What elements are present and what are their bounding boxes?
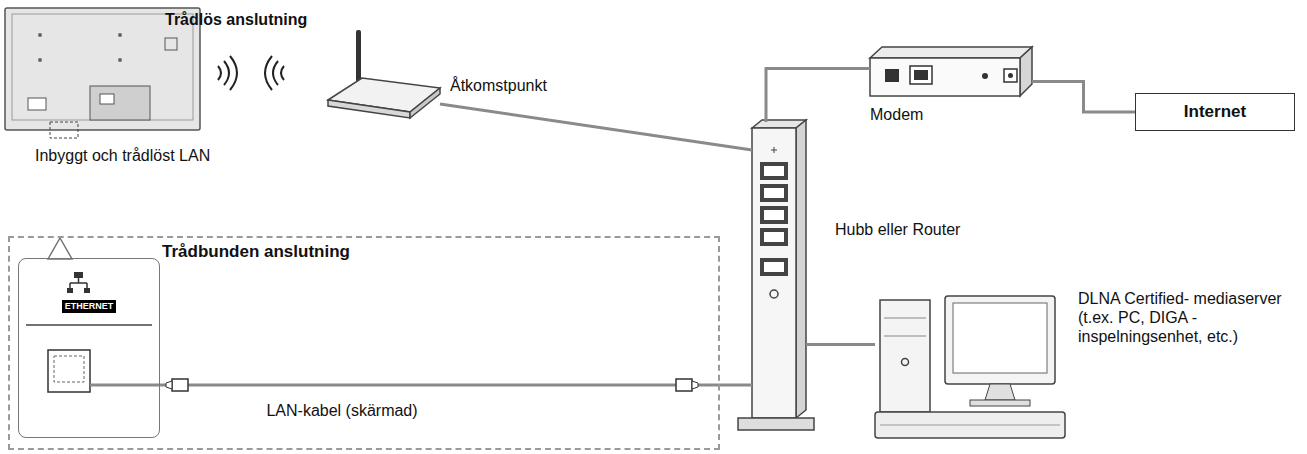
modem <box>870 47 1032 96</box>
hub-router <box>752 128 796 418</box>
node-label: Trådbunden anslutning <box>162 242 350 261</box>
node-label: Hubb eller Router <box>835 220 960 239</box>
edge-label-anchor: LAN-kabel (skärmad) <box>263 401 420 420</box>
tv-back <box>12 14 193 120</box>
node-label: ETHERNET <box>62 300 117 313</box>
ethernet-callout: ETHERNET <box>18 258 160 438</box>
node-label: Inbyggt och trådlöst LAN <box>35 146 210 165</box>
hub-router <box>760 206 788 224</box>
modem <box>914 70 928 80</box>
modem <box>870 47 1032 58</box>
cable-label: LAN-kabel (skärmad) <box>263 401 420 420</box>
hub-router <box>738 418 814 430</box>
wireless-waves <box>218 66 221 80</box>
access-point <box>328 30 440 118</box>
access-point <box>410 88 440 118</box>
callout-art <box>74 272 83 278</box>
hub-router <box>764 166 784 176</box>
tv-back <box>28 98 46 110</box>
lan-plug <box>166 381 172 389</box>
node-label: Åtkomstpunkt <box>450 76 547 95</box>
tv-back <box>100 94 114 104</box>
media-server <box>902 359 909 366</box>
cable-line <box>440 104 752 150</box>
modem <box>1008 73 1013 78</box>
cable-line <box>160 384 752 387</box>
callout-art <box>90 384 160 387</box>
modem <box>1004 69 1017 82</box>
hub-router <box>796 120 806 418</box>
wireless-waves <box>273 61 278 85</box>
node-label: Modem <box>870 105 923 124</box>
callout-art <box>26 238 160 392</box>
access-point-device: Åtkomstpunkt <box>325 28 443 120</box>
hub-router <box>764 210 784 220</box>
hub-router <box>770 290 778 298</box>
callout-art <box>67 288 73 293</box>
wireless-waves <box>281 66 284 80</box>
modem-device: Modem <box>870 45 1032 97</box>
node-label: DLNA Certified- mediaserver (t.ex. PC, D… <box>1078 289 1293 346</box>
tv-back <box>90 86 150 120</box>
node-label: Internet <box>1184 102 1246 121</box>
hub-router <box>764 188 784 198</box>
modem <box>982 73 988 79</box>
callout-art <box>54 356 84 382</box>
tv-back <box>165 38 177 50</box>
wireless-waves <box>224 61 229 85</box>
hub-router <box>771 147 777 153</box>
wireless-waves <box>265 56 272 90</box>
media-server <box>880 300 930 412</box>
media-server <box>884 318 926 319</box>
media-server <box>953 303 1047 373</box>
callout-art <box>84 288 90 293</box>
media-server <box>985 384 1015 400</box>
tv-back <box>38 33 42 37</box>
hub-router <box>760 258 788 276</box>
callout-art <box>48 350 90 392</box>
callout-art <box>26 324 152 326</box>
cable-line <box>766 68 870 122</box>
lan-plug <box>166 379 188 391</box>
cable-line <box>1032 81 1135 112</box>
tv-back <box>118 58 122 62</box>
hub-router <box>760 184 788 202</box>
label-anchor: Trådlös anslutning <box>165 10 307 29</box>
access-point <box>328 100 410 118</box>
tv-back <box>38 58 42 62</box>
internet-box: Internet <box>1135 93 1295 131</box>
media-server <box>970 400 1030 406</box>
modem <box>870 58 1020 96</box>
modem <box>885 69 899 82</box>
media-server <box>875 296 1065 438</box>
hub-router <box>760 228 788 246</box>
wireless-waves <box>218 56 284 90</box>
router-device: Hubb eller Router <box>752 120 806 430</box>
tv-back <box>50 122 78 138</box>
tv-back <box>118 33 122 37</box>
hub-router <box>764 232 784 242</box>
callout-art <box>48 238 72 259</box>
lan-plug <box>676 379 698 391</box>
callout-art <box>70 278 87 288</box>
wireless-waves <box>230 56 237 90</box>
media-server <box>884 336 926 337</box>
lan-plug <box>676 379 692 391</box>
hub-router <box>764 262 784 272</box>
media-server <box>945 296 1055 384</box>
modem <box>1020 47 1032 96</box>
modem <box>910 66 932 84</box>
section-heading: Trådlös anslutning <box>165 10 307 29</box>
media-server <box>875 412 1065 438</box>
access-point <box>356 30 361 82</box>
media-server <box>880 425 1060 426</box>
lan-plug <box>172 379 188 391</box>
cable-line <box>806 343 875 346</box>
hub-router <box>760 162 788 180</box>
lan-plug <box>692 381 698 389</box>
media-server-device: DLNA Certified- mediaserver (t.ex. PC, D… <box>875 293 1067 440</box>
